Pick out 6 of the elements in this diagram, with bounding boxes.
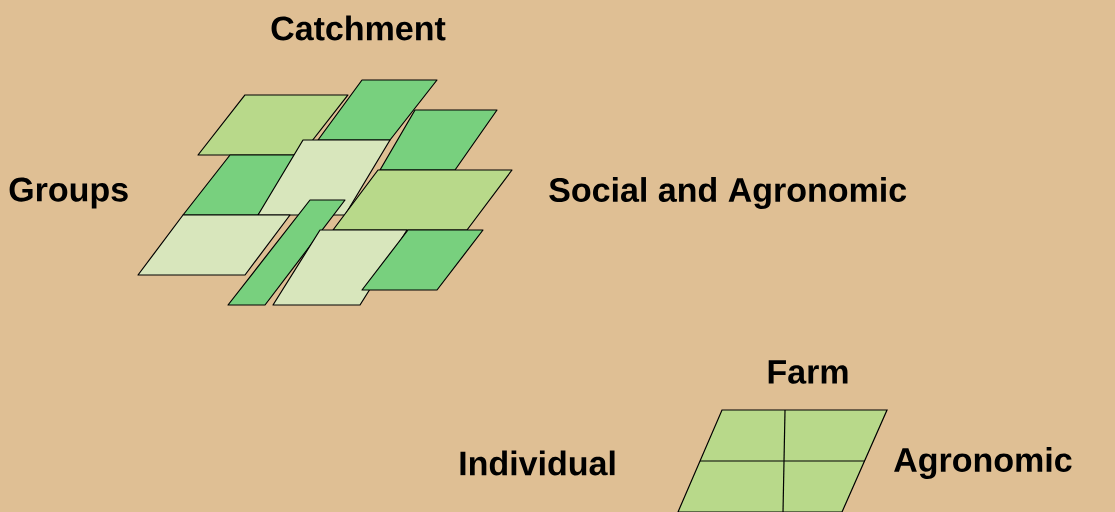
- scale-label: Groups: [9, 177, 128, 209]
- scale-label: Agronomic: [894, 447, 1072, 479]
- scale-label: Catchment: [271, 15, 446, 41]
- scale-label: Individual: [460, 450, 615, 476]
- scale-label: Farm: [768, 360, 848, 384]
- scale-label: Social and Agronomic: [549, 177, 907, 209]
